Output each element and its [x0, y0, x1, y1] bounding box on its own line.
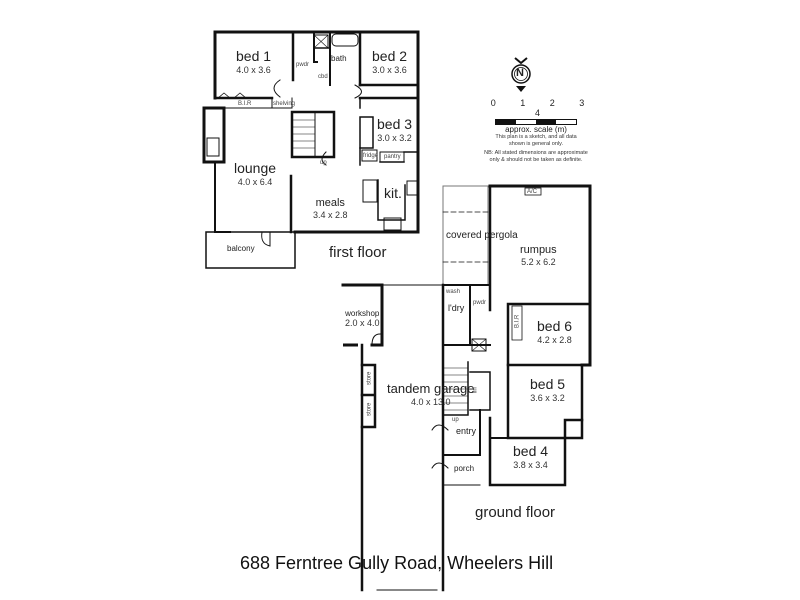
room-bath: bath: [331, 54, 347, 63]
room-name: bed 2: [372, 48, 408, 64]
disclaimer-dimensions: NB: All stated dimensions are approximat…: [484, 149, 588, 163]
room-pergola: covered pergola: [446, 230, 518, 241]
ground-floor-label: ground floor: [475, 504, 556, 521]
room-dimensions: 4.2 x 2.8: [537, 334, 572, 345]
room-name: bed 6: [537, 318, 573, 334]
room-balcony: balcony: [227, 244, 255, 253]
room-porch: porch: [454, 464, 475, 473]
disclaimer-sketch: This plan is a sketch, and all data show…: [495, 134, 577, 147]
label-ac: A/C: [527, 189, 538, 195]
legend: 0 1 2 3 4 approx. scale (m) This plan is…: [466, 98, 606, 164]
label-up: up: [452, 417, 459, 423]
scale-tick: 4: [534, 108, 551, 118]
room-bed4: bed 4 3.8 x 3.4: [513, 443, 548, 470]
room-name: lounge: [234, 160, 277, 176]
room-entry: entry: [456, 426, 477, 436]
room-name: workshop: [345, 309, 380, 318]
room-name: bed 3: [377, 116, 413, 132]
room-bed3: bed 3 3.0 x 3.2: [377, 116, 412, 143]
room-name: bed 5: [530, 376, 566, 392]
room-dimensions: 4.0 x 3.6: [236, 64, 271, 75]
room-dimensions: 3.6 x 3.2: [530, 392, 565, 403]
room-dimensions: 5.2 x 6.2: [521, 256, 556, 267]
scale-ticks: 0 1 2 3 4: [480, 98, 606, 118]
label-cupboard: cbd: [318, 74, 328, 80]
scale-tick: 1: [520, 98, 537, 108]
north-label: N: [516, 67, 524, 79]
room-laundry: l'dry: [448, 303, 465, 313]
room-name: bed 1: [236, 48, 272, 64]
room-name: meals: [315, 197, 345, 209]
room-lounge: lounge 4.0 x 6.4: [234, 160, 276, 187]
room-name: tandem garage: [387, 381, 475, 396]
scale-tick: 3: [579, 98, 596, 108]
room-dimensions: 3.0 x 3.6: [372, 64, 407, 75]
first-floor-walls: [202, 30, 420, 269]
label-powder: pwdr: [473, 300, 487, 306]
scale-bar: [495, 119, 577, 125]
room-dimensions: 3.8 x 3.4: [513, 459, 548, 470]
property-address: 688 Ferntree Gully Road, Wheelers Hill: [240, 553, 554, 573]
label-shelving: shelving: [273, 101, 296, 107]
label-pantry: pantry: [384, 154, 401, 160]
north-arrow-icon: N: [508, 56, 534, 94]
room-bed1: bed 1 4.0 x 3.6: [236, 48, 271, 75]
room-bed5: bed 5 3.6 x 3.2: [530, 376, 565, 403]
room-name: rumpus: [520, 244, 557, 256]
room-workshop: workshop 2.0 x 4.0: [345, 309, 380, 329]
label-wash: wash: [446, 289, 461, 295]
room-dimensions: 3.0 x 3.2: [377, 132, 412, 143]
room-dimensions: 3.4 x 2.8: [313, 209, 348, 220]
room-rumpus: rumpus 5.2 x 6.2: [520, 240, 557, 267]
room-name: bed 4: [513, 443, 549, 459]
scale-tick: 0: [490, 98, 507, 108]
ground-floor-walls: [341, 184, 592, 592]
label-bir: B.I.R: [238, 101, 252, 107]
label-linen: lin: [472, 387, 479, 394]
room-bed6: bed 6 4.2 x 2.8: [537, 318, 572, 345]
label-fridge: fridge: [363, 153, 379, 159]
room-dimensions: 4.0 x 6.4: [237, 176, 273, 187]
room-dimensions: 4.0 x 13.0: [410, 396, 451, 407]
label-up: up: [320, 160, 327, 166]
label-powder: pwdr: [296, 62, 310, 68]
room-store-2: store: [366, 402, 373, 416]
room-kitchen: kit.: [384, 185, 402, 201]
room-bed2: bed 2 3.0 x 3.6: [372, 48, 407, 75]
room-dimensions: 2.0 x 4.0: [345, 317, 380, 328]
first-floor-label: first floor: [329, 244, 387, 261]
label-bir: B.I.R: [514, 314, 521, 328]
scale-caption: approx. scale (m): [505, 125, 567, 134]
room-garage: tandem garage 4.0 x 13.0: [387, 380, 474, 407]
scale-tick: 2: [549, 98, 566, 108]
room-meals: meals 3.4 x 2.8: [313, 193, 348, 220]
room-store-1: store: [366, 371, 373, 385]
